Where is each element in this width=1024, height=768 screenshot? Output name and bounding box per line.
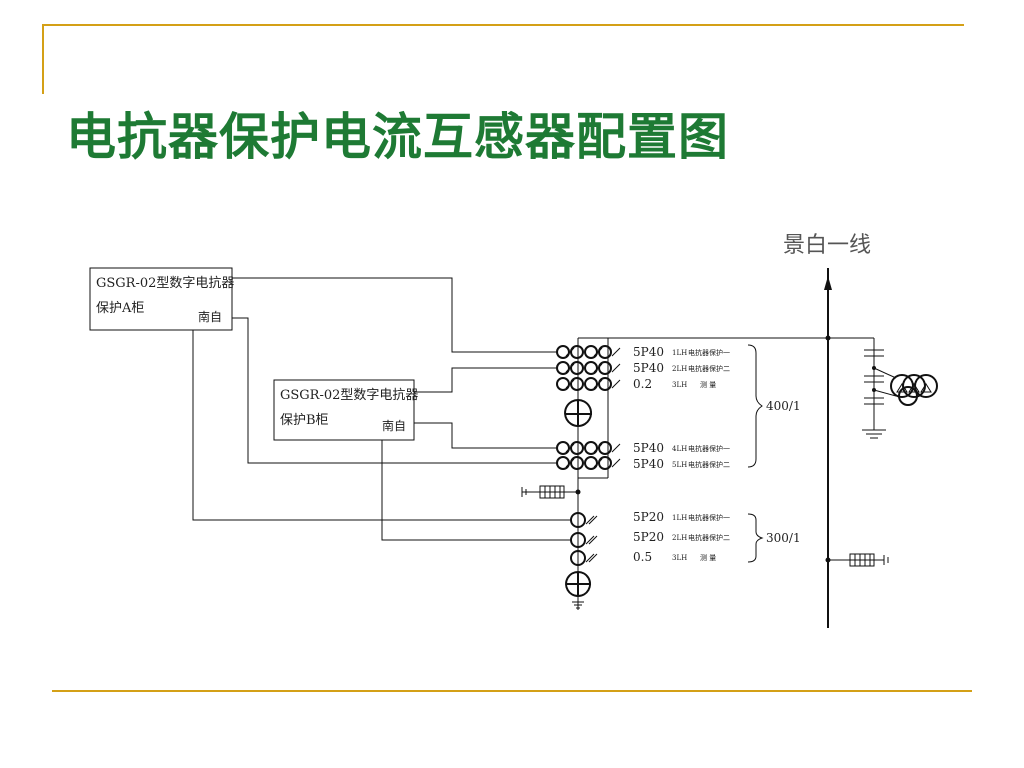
lower-row2-class: 5P20 (633, 530, 664, 544)
ct-stack-upper (556, 345, 621, 470)
ground-symbol-lower (572, 601, 584, 609)
ground-symbol-right (862, 429, 886, 439)
upper-row3-use: 测 量 (700, 381, 716, 389)
cabinet-a: GSGR-02型数字电抗器 保护A柜 南自 (89, 267, 234, 331)
reactor-assembly (828, 337, 938, 439)
ct-lower-1 (570, 512, 586, 528)
cabinet-b-line1: GSGR-02型数字电抗器 (280, 388, 418, 403)
cabinet-a-line2: 保护A柜 (96, 301, 144, 316)
lower-row1-tag: 1LH (672, 514, 687, 522)
lower-row3-class: 0.5 (633, 550, 652, 564)
ct-lower-2 (570, 532, 586, 548)
cabinet-b-terminal: 南自 (382, 418, 406, 433)
cabinet-a-box (89, 267, 233, 331)
accent-bar-left (42, 24, 44, 94)
lower-ratio: 300/1 (766, 531, 801, 545)
ct-upper-bushing (564, 399, 593, 427)
line-name: 景白一线 (783, 233, 871, 258)
upper-ratio: 400/1 (766, 399, 801, 413)
upper-row1-class: 5P40 (633, 345, 664, 359)
ct-stack-lower (565, 512, 598, 609)
wire-a-to-1lh (232, 277, 558, 353)
upper-row4-class: 5P40 (633, 441, 664, 455)
ct-row-4 (556, 441, 621, 455)
wire-a-to-lower-1lh (192, 330, 570, 521)
lower-brace (747, 513, 764, 563)
upper-row5-tag: 5LH (672, 461, 687, 469)
line-arrow (824, 276, 832, 290)
lower-row1-class: 5P20 (633, 510, 664, 524)
upper-row3-tag: 3LH (672, 381, 687, 389)
upper-row1-use: 电抗器保护一 (688, 348, 730, 357)
lower-row3-tag: 3LH (672, 554, 687, 562)
upper-row1-tag: 1LH (672, 349, 687, 357)
wire-b-to-2lh (414, 367, 558, 393)
ct-row-5 (556, 456, 621, 470)
accent-bar-bottom (52, 690, 972, 692)
upper-row5-use: 电抗器保护二 (688, 460, 730, 469)
lower-row2-use: 电抗器保护二 (688, 533, 730, 542)
cabinet-b: GSGR-02型数字电抗器 保护B柜 南自 (273, 379, 418, 441)
ct-lower-labels: 5P20 1LH 电抗器保护一 5P20 2LH 电抗器保护二 0.5 3LH … (633, 510, 801, 564)
upper-row4-tag: 4LH (672, 445, 687, 453)
wire-a-to-5lh (232, 317, 558, 464)
upper-row3-class: 0.2 (633, 377, 652, 391)
ct-row-3 (556, 377, 621, 391)
ct-row-1 (556, 345, 621, 359)
ct-row-2 (556, 361, 621, 375)
wire-b-to-4lh (414, 422, 558, 449)
ct-lower-3 (570, 550, 586, 566)
lower-row2-tag: 2LH (672, 534, 687, 542)
upper-brace (747, 344, 763, 468)
wire-b-to-lower-2lh (381, 440, 570, 541)
upper-row4-use: 电抗器保护一 (688, 444, 730, 453)
upper-row2-tag: 2LH (672, 365, 687, 373)
arrester-left (521, 485, 578, 499)
upper-row2-class: 5P40 (633, 361, 664, 375)
lower-row3-use: 测 量 (700, 554, 716, 562)
cabinet-a-line1: GSGR-02型数字电抗器 (96, 276, 234, 291)
cabinet-b-line2: 保护B柜 (280, 413, 329, 428)
cabinet-b-box (273, 379, 415, 441)
upper-row5-class: 5P40 (633, 457, 664, 471)
slide-title: 电抗器保护电流互感器配置图 (66, 108, 729, 166)
ct-upper-labels: 5P40 1LH 电抗器保护一 5P40 2LH 电抗器保护二 0.2 3LH … (633, 344, 801, 471)
secondary-wiring (192, 277, 570, 541)
arrester-line (828, 553, 889, 567)
ct-lower-bushing (565, 571, 592, 597)
cabinet-a-terminal: 南自 (198, 309, 222, 324)
lower-row1-use: 电抗器保护一 (688, 513, 730, 522)
reactor-coil-4 (898, 386, 918, 406)
upper-row2-use: 电抗器保护二 (688, 364, 730, 373)
accent-bar-top (42, 24, 964, 26)
